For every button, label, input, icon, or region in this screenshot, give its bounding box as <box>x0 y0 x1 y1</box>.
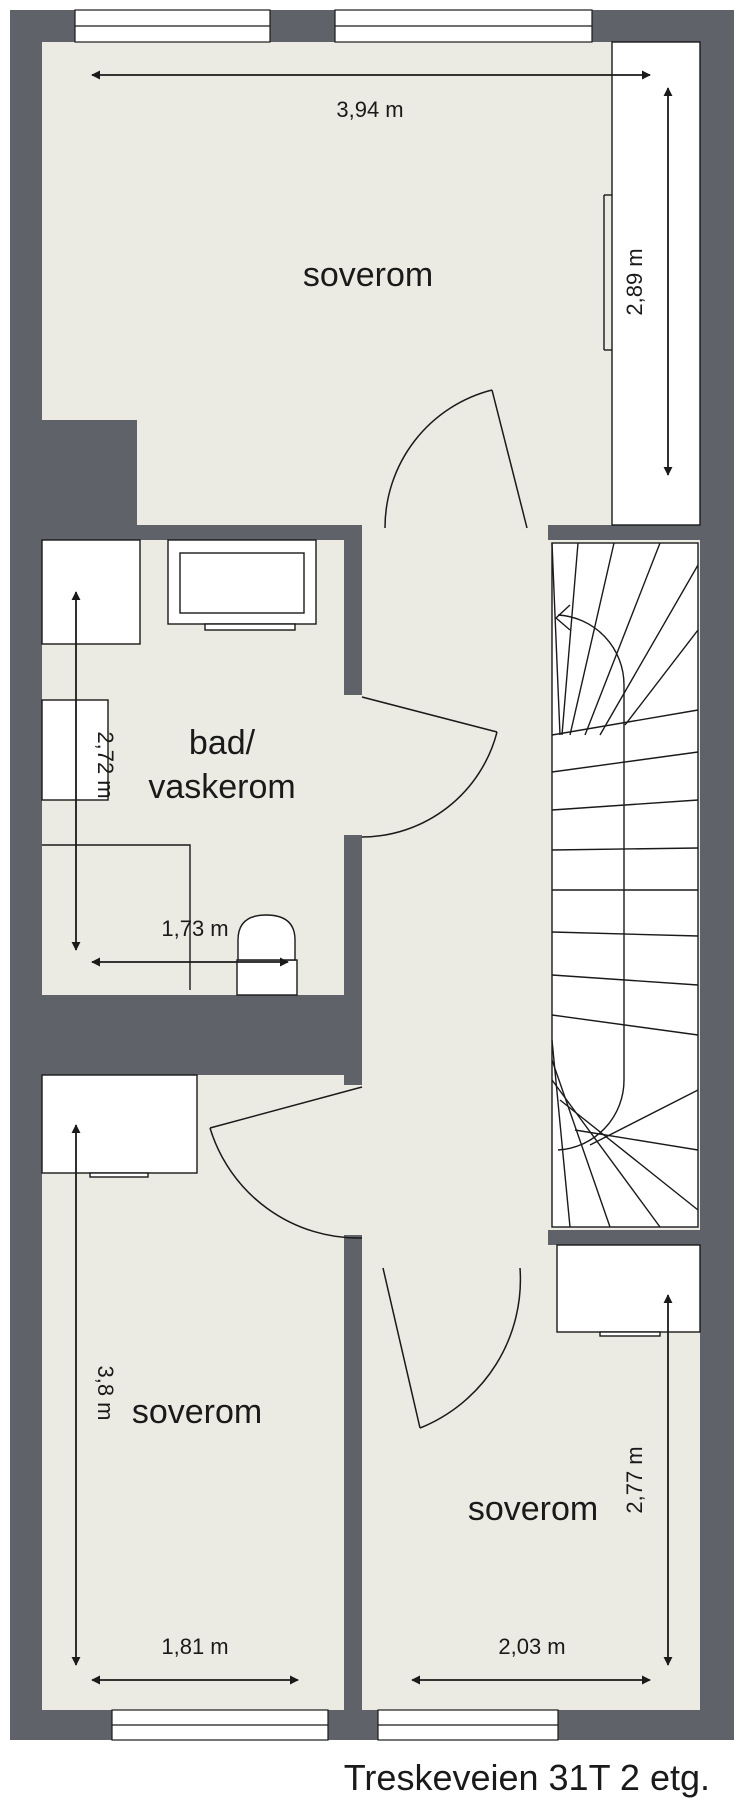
door-bath-swing <box>361 731 498 838</box>
wardrobe-right <box>556 1244 701 1333</box>
wardrobe-top <box>611 41 701 526</box>
room-label-bedroom-left: soverom <box>132 1393 262 1431</box>
room-label-bath-line1: bad/ <box>189 724 256 762</box>
sink-bottom <box>204 623 296 631</box>
floor-title: Treskeveien 31T 2 etg. <box>344 1757 710 1798</box>
stair-direction-arrow <box>554 604 571 631</box>
dim-label-left-depth: 3,8 m <box>93 1365 118 1420</box>
door-left-swing <box>209 1127 363 1239</box>
toilet-tank <box>236 959 298 996</box>
dim-label-left-width: 1,81 m <box>161 1634 228 1659</box>
stair-walkline <box>557 614 625 1151</box>
room-label-bedroom-top: soverom <box>303 256 433 294</box>
floor-bedroom-left <box>42 1075 344 1710</box>
dim-label-right-depth: 2,77 m <box>622 1446 647 1513</box>
bath-cabinet <box>41 539 141 645</box>
shower-rail <box>42 844 191 990</box>
door-left-leaf <box>209 1086 363 1129</box>
dim-label-bath-depth: 2,72 m <box>93 731 118 798</box>
room-label-bedroom-right: soverom <box>468 1490 598 1528</box>
sink-basin <box>179 552 305 614</box>
windows <box>74 9 593 1741</box>
door-openings <box>340 520 525 1258</box>
door-right-leaf <box>382 1267 421 1429</box>
dim-label-right-width: 2,03 m <box>498 1634 565 1659</box>
floor-bedroom-top <box>42 42 700 525</box>
door-top-swing <box>384 389 493 529</box>
dim-label-bath-width: 1,73 m <box>161 916 228 941</box>
room-label-bath-line2: vaskerom <box>148 768 295 806</box>
doors <box>209 389 528 1429</box>
wardrobe-left <box>41 1074 198 1174</box>
toilet-bowl <box>237 914 296 961</box>
door-top-leaf <box>491 389 528 529</box>
dim-label-top-width: 3,94 m <box>336 97 403 122</box>
dimension-lines <box>71 70 673 1685</box>
dim-label-top-depth: 2,89 m <box>622 248 647 315</box>
door-right-swing <box>419 1267 522 1429</box>
door-bath-leaf <box>361 696 498 733</box>
staircase <box>551 542 699 1228</box>
